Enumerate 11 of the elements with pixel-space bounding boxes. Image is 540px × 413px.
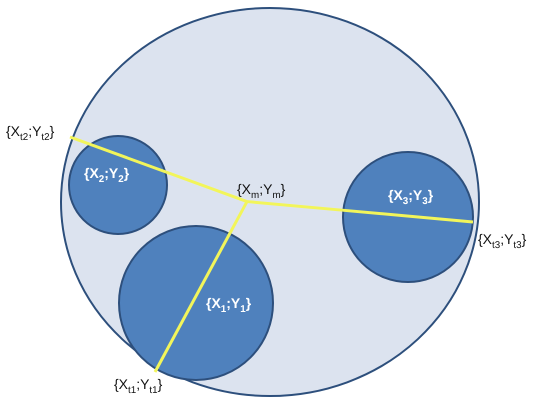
line [228,200,248,234]
point-label: {X$_{t1}$;Y$_{t1}$} [114,377,162,397]
point-label: {X$_{m}$;Y$_{m}$} [237,182,286,202]
large-circle [60,7,480,397]
point-label: {X$_{t2}$;Y$_{t2}$} [6,124,54,144]
point-label: {X$_{t3}$;Y$_{t3}$} [478,232,526,252]
center-label: {X$_{2}$;Y$_{2}$} [84,166,130,186]
line [246,200,342,212]
line [166,170,248,203]
center-label: {X$_{1}$;Y$_{1}$} [206,296,252,316]
center-label: {X$_{3}$;Y$_{3}$} [388,188,434,208]
